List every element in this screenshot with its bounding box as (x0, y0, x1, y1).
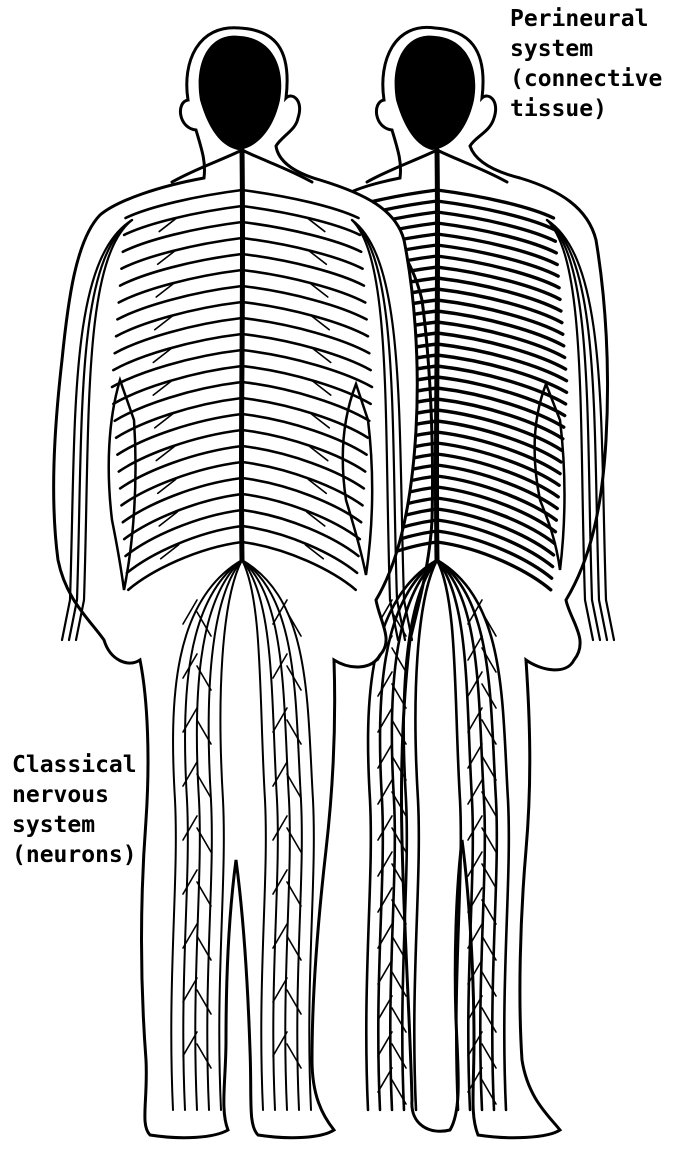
classical-label-line: system (12, 810, 137, 840)
leg-twig (378, 852, 392, 876)
perineural-label-line: tissue) (510, 94, 662, 124)
leg-twig (378, 672, 392, 696)
classical-label-line: nervous (12, 780, 137, 810)
classical-system-label: Classical nervous system (neurons) (12, 750, 137, 870)
classical-label-line: (neurons) (12, 840, 137, 870)
perineural-label-line: Perineural (510, 4, 662, 34)
leg-twig (392, 1044, 406, 1068)
leg-twig (378, 816, 392, 840)
leg-twig (378, 888, 392, 912)
perineural-label-line: (connective (510, 64, 662, 94)
spinal-cord (241, 150, 242, 560)
classical-label-line: Classical (12, 750, 137, 780)
perineural-system-label: Perineural system (connective tissue) (510, 4, 662, 124)
perineural-label-line: system (510, 34, 662, 64)
leg-twig (392, 1008, 406, 1032)
